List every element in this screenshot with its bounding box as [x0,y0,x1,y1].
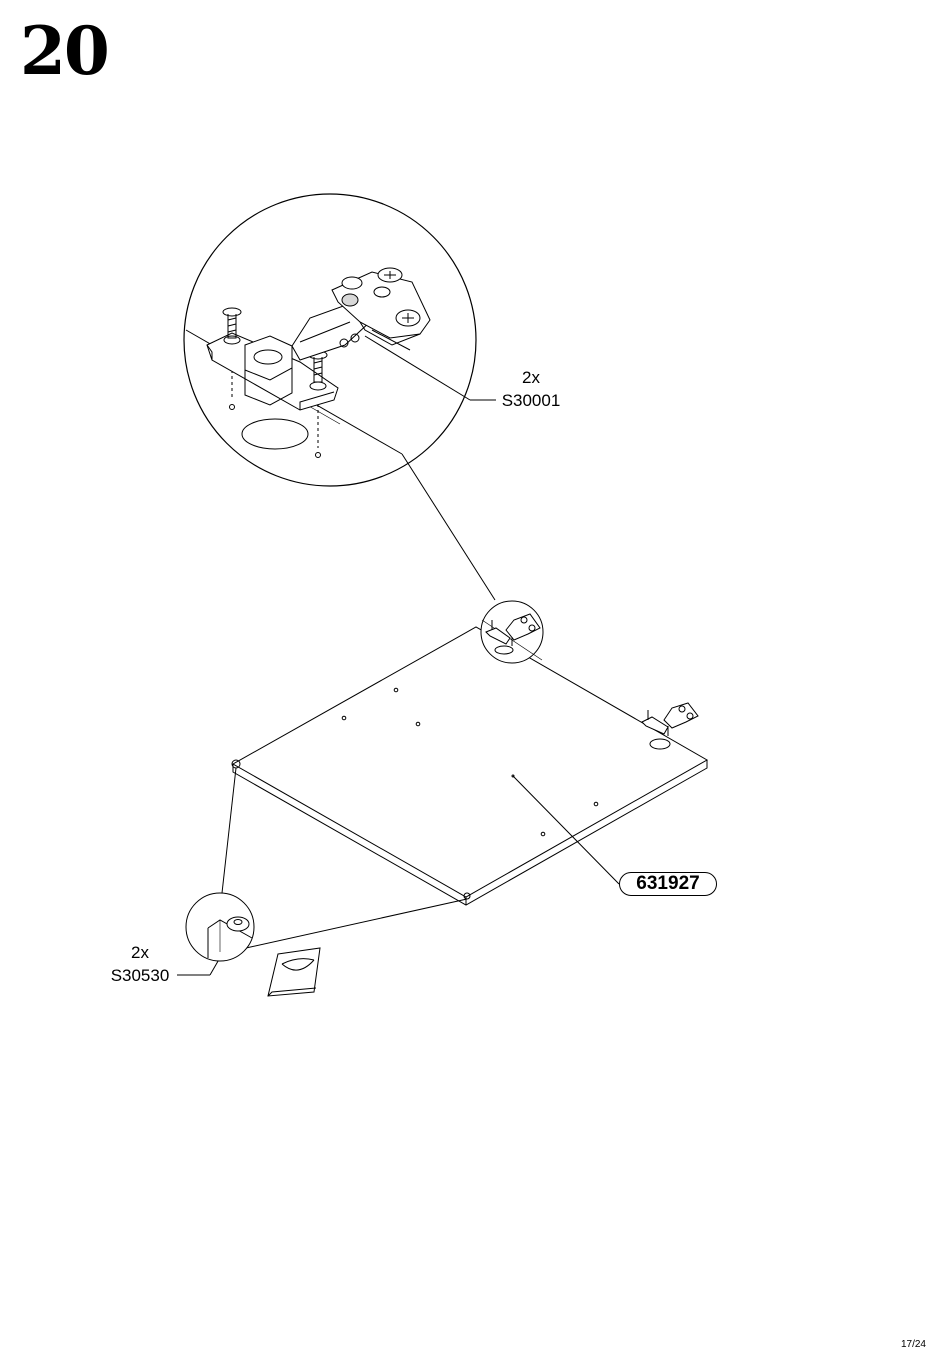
hinge-small-icon [481,601,543,663]
bumper-qty: 2x [104,941,176,964]
hinge-qty: 2x [496,366,566,389]
page-number: 17/24 [901,1339,926,1350]
adhesive-pad-sheet-icon [268,948,320,996]
hinge-code: S30001 [496,389,566,412]
hinge-detail-icon [184,194,476,486]
bumper-pad-icon [186,893,254,961]
bumper-code: S30530 [104,964,176,987]
part-code-label: 631927 [619,872,717,896]
bumper-callout: 2x S30530 [104,941,176,987]
door-panel-icon [232,627,707,905]
hinge-callout: 2x S30001 [496,366,566,412]
